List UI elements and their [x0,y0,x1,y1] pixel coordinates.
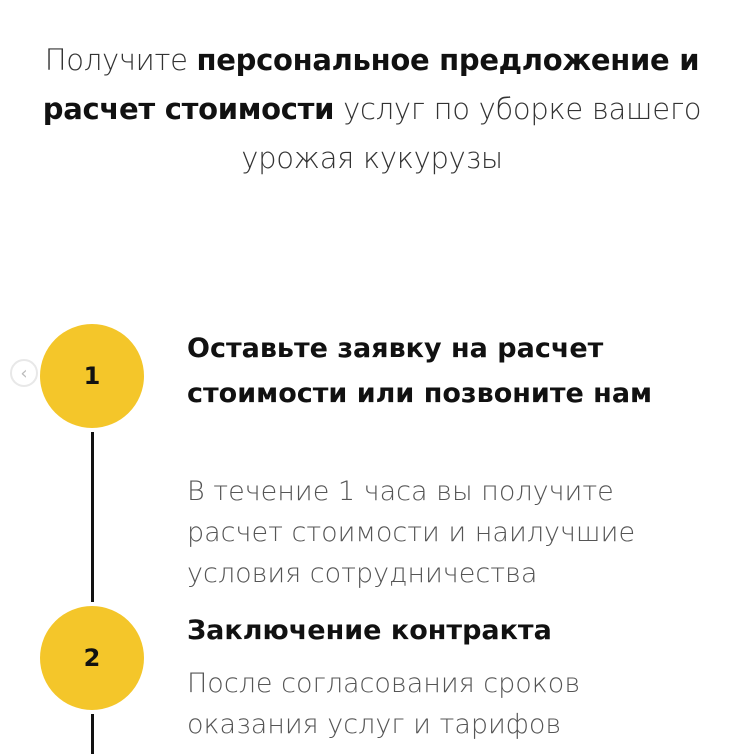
timeline-line [91,714,94,754]
title-bold: персональное предложение и расчет стоимо… [42,43,700,126]
page-title: Получите персональное предложение и расч… [0,36,744,183]
step-1-text: В течение 1 часа вы получите расчет стои… [187,476,636,589]
step-1-heading: Оставьте заявку на расчет стоимости или … [187,333,653,409]
step-2-text: После согласования сроков оказания услуг… [187,668,581,740]
chevron-left-icon: ‹ [20,362,28,384]
step-1-circle: 1 [40,324,144,428]
title-text: Получите [44,43,197,77]
timeline-line [91,432,94,602]
step-number: 2 [83,644,101,672]
title-text-end: услуг по уборке вашего урожая кукурузы [241,92,702,175]
step-number: 1 [83,362,101,390]
step-2-heading: Заключение контракта [187,615,552,646]
previous-slide-button[interactable]: ‹ [10,359,38,387]
step-2-circle: 2 [40,606,144,710]
